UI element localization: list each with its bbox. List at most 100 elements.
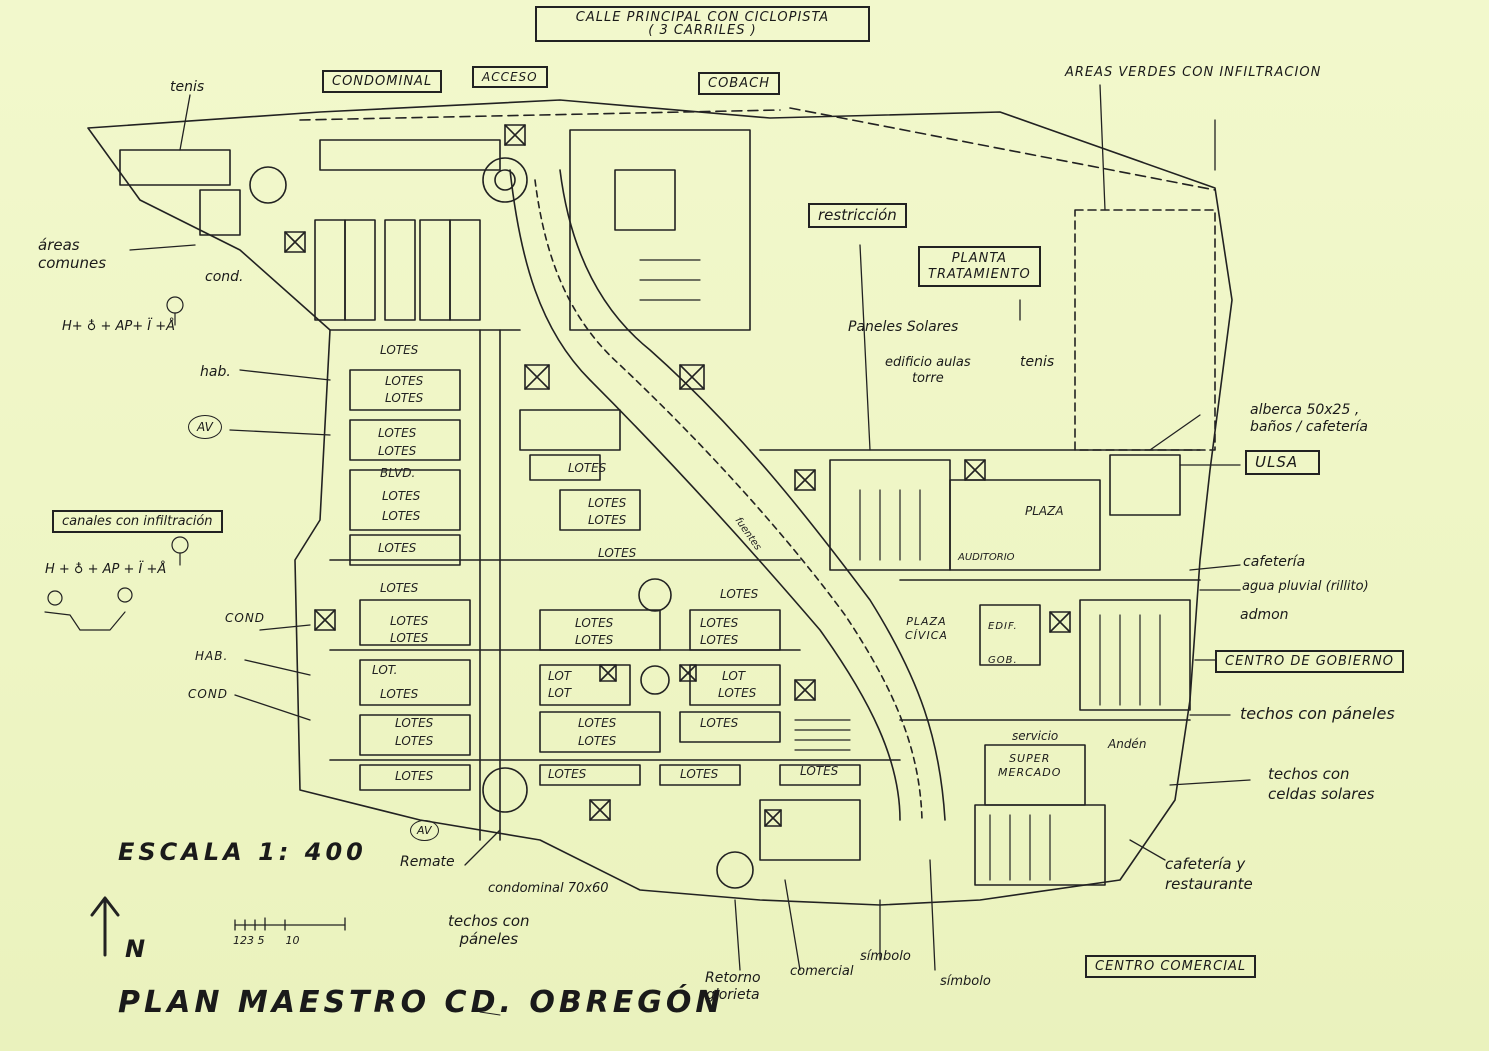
- lot-label: LOTES: [720, 587, 759, 601]
- lot-label: LOTES: [378, 426, 417, 440]
- roundabout-top-inner: [494, 169, 516, 191]
- lot-blocks-left: [349, 369, 471, 791]
- centro-gobierno-label: CENTRO DE GOBIERNO: [1215, 650, 1404, 673]
- edificio-aulas-label: edificio aulas torre: [885, 355, 971, 386]
- lot-label: LOTES: [588, 513, 627, 527]
- bottom-condo: [759, 799, 861, 861]
- centro-comercial-label: CENTRO COMERCIAL: [1085, 955, 1257, 978]
- cobach-building: [614, 169, 676, 231]
- trees: [44, 296, 189, 631]
- scale-bar: [234, 917, 346, 931]
- plaza-label: PLAZA: [1025, 504, 1064, 518]
- roundabout-mid: [638, 578, 672, 612]
- cond-label-2: COND: [225, 611, 266, 625]
- roundabout-left: [249, 166, 287, 204]
- lot-label: LOTES: [598, 546, 637, 560]
- lot-label: LOT: [722, 669, 747, 683]
- lot-label: LOTES: [588, 496, 627, 510]
- lot-label: LOTES: [568, 461, 607, 475]
- cobach-block: [569, 129, 751, 331]
- edif-gob-label: EDIF. GOB.: [988, 621, 1018, 666]
- areas-comunes-label: áreas comunes: [38, 236, 107, 272]
- alberca-label: alberca 50x25 , baños / cafetería: [1250, 402, 1368, 435]
- lot-label: LOTES: [700, 633, 739, 647]
- street-top-line-1: CALLE PRINCIPAL CON CICLOPISTA: [575, 10, 830, 25]
- lot-label: LOTES: [390, 614, 429, 628]
- tenis-mid-label: tenis: [1020, 354, 1055, 370]
- roundabout-retorno: [716, 851, 754, 889]
- lot-label: LOT: [548, 669, 573, 683]
- retorno-label: Retorno glorieta: [705, 970, 761, 1003]
- formula-1: H+ ♁ + AP+ Ï +Å: [62, 319, 175, 334]
- admon-label: admon: [1240, 607, 1289, 623]
- lot-label: LOTES: [380, 343, 419, 357]
- techos-paneles-label-1: techos con páneles: [1240, 704, 1395, 723]
- right-zone: [1074, 209, 1216, 451]
- ulsa-label: ULSA: [1245, 450, 1321, 475]
- restriccion-label: restricción: [808, 203, 907, 228]
- lot-label: LOT.: [372, 663, 397, 677]
- lot-label: LOTES: [382, 509, 421, 523]
- escala-label: ESCALA 1: 400: [118, 838, 367, 866]
- plaza-civica-label: PLAZA CÍVICA: [905, 615, 948, 643]
- top-dashed-line: [299, 109, 781, 121]
- areas-verdes-label: AREAS VERDES CON INFILTRACION: [1065, 65, 1322, 80]
- lot-labels: LOTES LOTES LOTES LOTES LOTES BLVD. LOTE…: [372, 343, 839, 783]
- main-road-median: [534, 179, 923, 821]
- condominium-blocks: [119, 139, 501, 321]
- street-top-label: CALLE PRINCIPAL CON CICLOPISTA ( 3 CARRI…: [535, 6, 870, 42]
- condominal-70-label: condominal 70x60: [488, 881, 609, 896]
- hab-label-2: HAB.: [195, 649, 229, 663]
- main-road-east-edge: [559, 169, 946, 821]
- av-label-2: AV: [410, 820, 439, 841]
- agua-pluvial-label: agua pluvial (rillito): [1242, 579, 1369, 594]
- cafeteria-label: cafetería: [1243, 554, 1306, 570]
- lot-label: LOTES: [578, 716, 617, 730]
- comercial-label: comercial: [790, 964, 854, 979]
- lot-label: LOTES: [385, 374, 424, 388]
- lot-label: LOTES: [700, 716, 739, 730]
- planta-label: PLANTA TRATAMIENTO: [918, 246, 1041, 288]
- top-dashed-line-2: [789, 107, 1216, 191]
- lot-blocks-center: [519, 409, 861, 786]
- edif-gob: [979, 604, 1041, 666]
- plan-title: PLAN MAESTRO CD. OBREGÓN: [118, 985, 725, 1020]
- cond-label-1: cond.: [205, 269, 244, 285]
- cafeteria-restaurante-label: cafetería y restaurante: [1165, 855, 1253, 893]
- north-arrow: [90, 896, 120, 957]
- site-boundary: [87, 99, 1233, 906]
- formula-2: H + ♁ + AP + Ï +Å: [45, 562, 167, 577]
- techos-paneles-label-2: techos con páneles: [448, 912, 530, 948]
- lot-label: LOTES: [395, 734, 434, 748]
- lot-label: LOTES: [380, 687, 419, 701]
- lot-label: LOTES: [575, 633, 614, 647]
- lot-label: LOTES: [700, 616, 739, 630]
- lot-label: LOTES: [382, 489, 421, 503]
- lot-label: LOTES: [378, 444, 417, 458]
- lot-label: LOTES: [578, 734, 617, 748]
- lot-label: LOTES: [380, 581, 419, 595]
- lot-label: LOTES: [378, 541, 417, 555]
- anden-label: Andén: [1107, 737, 1146, 751]
- lot-label: LOTES: [800, 764, 839, 778]
- cobach-label: COBACH: [698, 72, 780, 95]
- lot-label: LOTES: [575, 616, 614, 630]
- condominal-label: CONDOMINAL: [322, 70, 443, 93]
- servicio-label: servicio: [1012, 729, 1058, 743]
- lot-label: LOT: [548, 686, 573, 700]
- lot-label: LOTES: [548, 767, 587, 781]
- lot-label: LOTES: [395, 716, 434, 730]
- canales-label: canales con infiltración: [52, 510, 223, 533]
- gobierno-parking: [1079, 599, 1191, 711]
- supermercado-label: SUPER MERCADO: [998, 752, 1062, 780]
- comercial-parking: [974, 804, 1106, 886]
- techos-celdas-label: techos con celdas solares: [1268, 765, 1375, 803]
- cond-label-3: COND: [188, 687, 229, 701]
- alberca: [1109, 454, 1181, 516]
- tenis-top-label: tenis: [170, 79, 205, 95]
- ulsa-building: [829, 459, 951, 571]
- lot-label: LOTES: [390, 631, 429, 645]
- lot-label: LOTES: [385, 391, 424, 405]
